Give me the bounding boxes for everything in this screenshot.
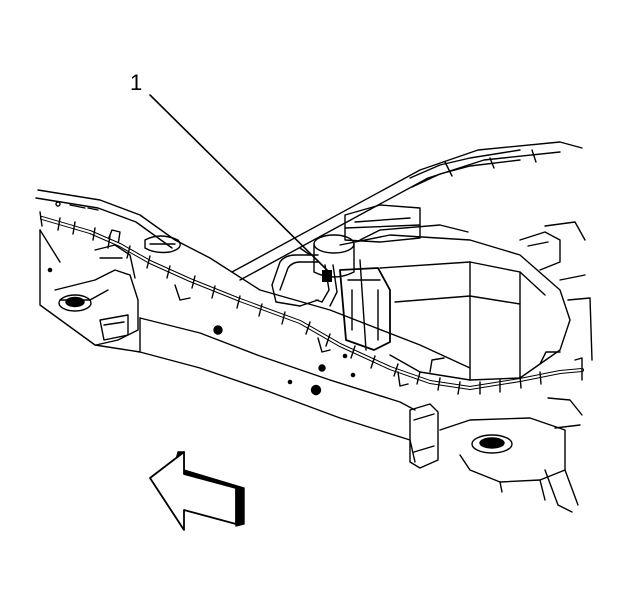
hose-bracket — [271, 254, 338, 307]
fasteners — [55, 201, 181, 254]
callout-label-1: 1 — [130, 70, 142, 96]
tank-assembly — [313, 204, 593, 381]
rear-frame-rail — [231, 141, 583, 281]
callout-number: 1 — [130, 70, 143, 95]
wiring-harness — [39, 211, 584, 395]
left-tow-bracket — [54, 229, 139, 346]
front-direction-arrow-icon — [149, 451, 245, 531]
callout-1 — [149, 94, 328, 271]
right-tow-bracket — [409, 397, 583, 513]
